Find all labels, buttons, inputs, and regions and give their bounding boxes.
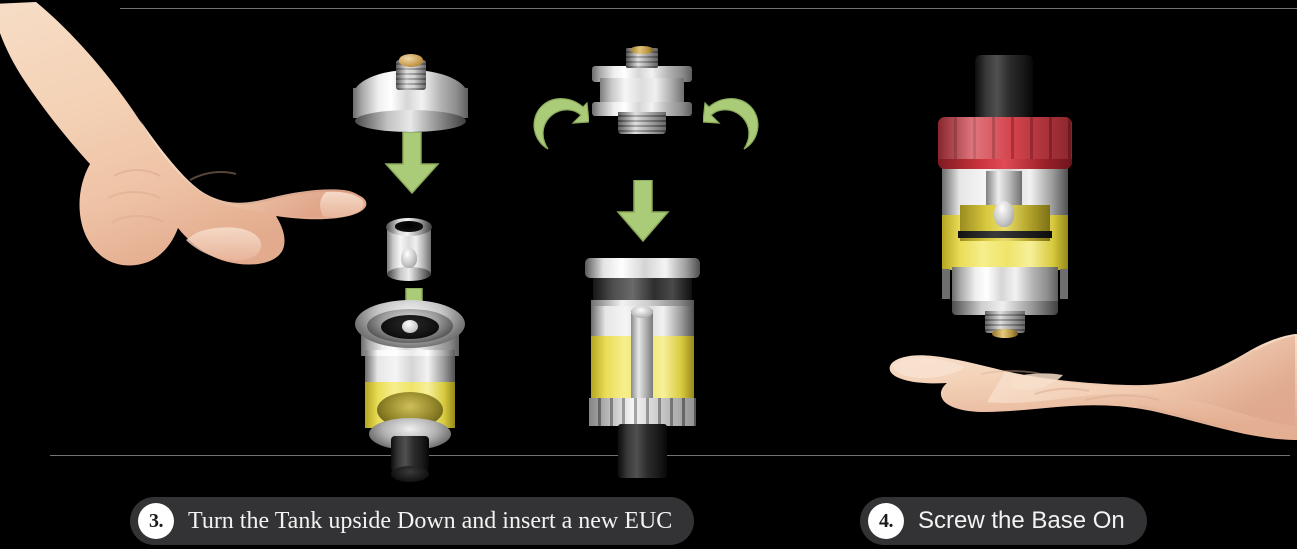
step-4-caption[interactable]: 4. Screw the Base On	[860, 497, 1147, 545]
drip-tip-end	[391, 466, 429, 482]
tank-knurled-ring	[589, 398, 696, 426]
step-3-badge: 3.	[138, 503, 174, 539]
tank-inverted-middle	[585, 258, 700, 478]
tank-rim-separator	[591, 300, 694, 306]
contact-pin-icon	[992, 329, 1018, 338]
down-arrow-icon	[615, 180, 671, 242]
base-cap-part	[353, 52, 468, 132]
tank-airflow-line	[958, 231, 1052, 238]
pointing-hand	[0, 0, 390, 290]
base-cap-screw-thread-shade	[618, 112, 666, 134]
tank-inverted-left	[355, 300, 465, 482]
step-4-label: Screw the Base On	[918, 507, 1125, 534]
contact-pin-icon	[399, 54, 423, 67]
rotate-left-arrow-icon	[533, 95, 590, 158]
contact-pin-icon	[630, 46, 654, 54]
rotate-right-arrow-icon	[702, 95, 759, 158]
base-cap-flange-bottom	[592, 102, 692, 116]
step-4-badge: 4.	[868, 503, 904, 539]
euc-opening	[395, 221, 423, 232]
euc-bump	[401, 248, 417, 268]
drip-tip	[618, 424, 667, 478]
tank-center-pin	[402, 320, 418, 333]
euc-coil-part	[383, 218, 435, 284]
drip-tip	[975, 55, 1033, 127]
base-cap-rotating-part	[592, 46, 692, 136]
down-arrow-icon	[383, 132, 441, 194]
top-divider	[120, 8, 1297, 9]
step-3-label: Turn the Tank upside Down and insert a n…	[188, 507, 673, 534]
tank-assembled	[930, 55, 1080, 345]
middle-divider	[50, 455, 1290, 456]
tank-top-rim	[585, 258, 700, 278]
red-cap-lip	[938, 159, 1072, 169]
tank-knurled-ring-shade	[589, 398, 696, 426]
tank-base-lip	[952, 301, 1058, 315]
tank-center-pin	[994, 201, 1014, 227]
tank-chimney	[631, 310, 653, 398]
open-palm-hand	[885, 330, 1297, 455]
tank-chimney-cap	[631, 306, 653, 318]
euc-foot	[387, 267, 431, 281]
step-3-caption[interactable]: 3. Turn the Tank upside Down and insert …	[130, 497, 695, 545]
tank-connector-thread-shade	[985, 311, 1025, 333]
base-cap-bottom	[355, 110, 466, 132]
